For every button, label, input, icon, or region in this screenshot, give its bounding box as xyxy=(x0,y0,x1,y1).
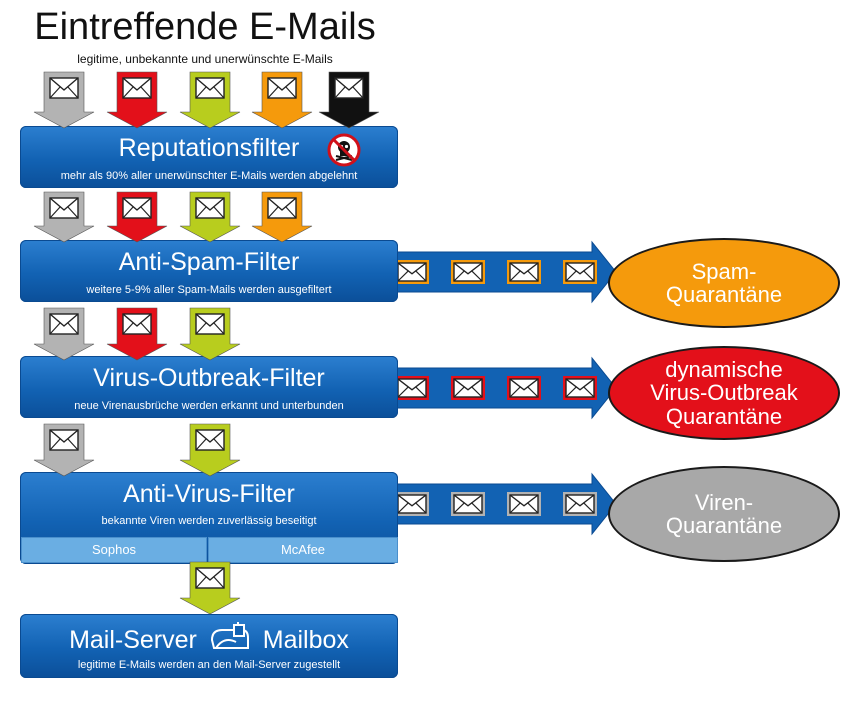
engine-mcafee: McAfee xyxy=(208,537,398,563)
envelope-icon xyxy=(195,313,225,335)
mail-server-box: Mail-Server Mailbox legitime E-Mails wer… xyxy=(20,614,398,678)
diverted-envelope xyxy=(563,492,597,516)
envelope-icon xyxy=(453,378,483,398)
mail-arrow-red xyxy=(106,71,168,129)
mail-arrow-green xyxy=(179,71,241,129)
skull-prohibited-icon xyxy=(327,133,361,167)
diverted-envelope xyxy=(451,492,485,516)
envelope-icon xyxy=(267,197,297,219)
envelope-icon xyxy=(453,494,483,514)
envelope-icon xyxy=(565,378,595,398)
mail-arrow-grey xyxy=(33,71,95,129)
mail-arrow-grey xyxy=(33,423,95,477)
spam-quarantine-label: Spam- Quarantäne xyxy=(665,258,783,307)
virus-outbreak-filter-title: Virus-Outbreak-Filter xyxy=(93,364,325,392)
envelope-icon xyxy=(49,77,79,99)
mail-arrow-green xyxy=(179,561,241,615)
envelope-icon xyxy=(195,197,225,219)
anti-virus-filter-subtitle: bekannte Viren werden zuverlässig beseit… xyxy=(101,515,317,527)
reputation-filter-title: Reputationsfilter xyxy=(118,134,300,162)
envelope-icon xyxy=(122,197,152,219)
reputation-filter-subtitle: mehr als 90% aller unerwünschter E-Mails… xyxy=(60,170,358,182)
envelope-icon xyxy=(565,494,595,514)
virus-outbreak-filter-subtitle: neue Virenausbrüche werden erkannt und u… xyxy=(74,400,344,412)
envelope-icon xyxy=(49,313,79,335)
engine-sophos: Sophos xyxy=(21,537,207,563)
envelope-icon xyxy=(565,262,595,282)
envelope-icon xyxy=(509,262,539,282)
mail-arrow-grey xyxy=(33,191,95,243)
diverted-envelope xyxy=(507,492,541,516)
mailbox-title: Mailbox xyxy=(262,626,349,654)
anti-spam-filter-title: Anti-Spam-Filter xyxy=(118,248,300,276)
mail-server-title: Mail-Server xyxy=(69,626,197,654)
mail-server-subtitle: legitime E-Mails werden an den Mail-Serv… xyxy=(77,659,341,671)
envelope-icon xyxy=(195,77,225,99)
envelope-icon xyxy=(397,378,427,398)
quarantine-arrow-red xyxy=(389,356,617,420)
page-subtitle: legitime, unbekannte und unerwünschte E-… xyxy=(77,52,333,66)
diverted-envelope xyxy=(563,260,597,284)
envelope-icon xyxy=(195,429,225,451)
envelope-icon xyxy=(49,197,79,219)
mail-arrow-green xyxy=(179,307,241,361)
envelope-icon xyxy=(509,378,539,398)
envelope-icon xyxy=(334,77,364,99)
virus-outbreak-filter-box: Virus-Outbreak-Filter neue Virenausbrüch… xyxy=(20,356,398,418)
anti-spam-filter-subtitle: weitere 5-9% aller Spam-Mails werden aus… xyxy=(86,284,332,296)
mail-arrow-red xyxy=(106,191,168,243)
diverted-envelope xyxy=(395,376,429,400)
quarantine-arrow-grey xyxy=(389,472,617,536)
mail-arrow-red xyxy=(106,307,168,361)
envelope-icon xyxy=(122,77,152,99)
diverted-envelope xyxy=(395,492,429,516)
envelope-icon xyxy=(195,567,225,589)
envelope-icon xyxy=(397,262,427,282)
mail-arrow-orange xyxy=(251,191,313,243)
mail-arrow-orange xyxy=(251,71,313,129)
diverted-envelope xyxy=(451,376,485,400)
spam-quarantine: Spam- Quarantäne xyxy=(608,238,840,328)
mail-arrow-grey xyxy=(33,307,95,361)
mail-arrow-black xyxy=(318,71,380,129)
envelope-icon xyxy=(453,262,483,282)
quarantine-arrow-orange xyxy=(389,240,617,304)
envelope-icon xyxy=(509,494,539,514)
diverted-envelope xyxy=(507,376,541,400)
diverted-envelope xyxy=(507,260,541,284)
mailbox-icon xyxy=(210,622,249,649)
mail-arrow-green xyxy=(179,423,241,477)
envelope-icon xyxy=(397,494,427,514)
envelope-icon xyxy=(267,77,297,99)
page-title: Eintreffende E-Mails xyxy=(34,6,376,48)
virus-outbreak-quarantine: dynamische Virus-Outbreak Quarantäne xyxy=(608,346,840,440)
envelope-icon xyxy=(122,313,152,335)
virus-quarantine: Viren- Quarantäne xyxy=(608,466,840,562)
envelope-icon xyxy=(49,429,79,451)
reputation-filter-box: Reputationsfilter mehr als 90% aller une… xyxy=(20,126,398,188)
mail-arrow-green xyxy=(179,191,241,243)
virus-quarantine-label: Viren- Quarantäne xyxy=(665,489,783,538)
diverted-envelope xyxy=(395,260,429,284)
diverted-envelope xyxy=(563,376,597,400)
diverted-envelope xyxy=(451,260,485,284)
anti-virus-filter-title: Anti-Virus-Filter xyxy=(123,480,295,508)
virus-outbreak-quarantine-label: dynamische Virus-Outbreak Quarantäne xyxy=(650,357,798,429)
anti-spam-filter-box: Anti-Spam-Filter weitere 5-9% aller Spam… xyxy=(20,240,398,302)
